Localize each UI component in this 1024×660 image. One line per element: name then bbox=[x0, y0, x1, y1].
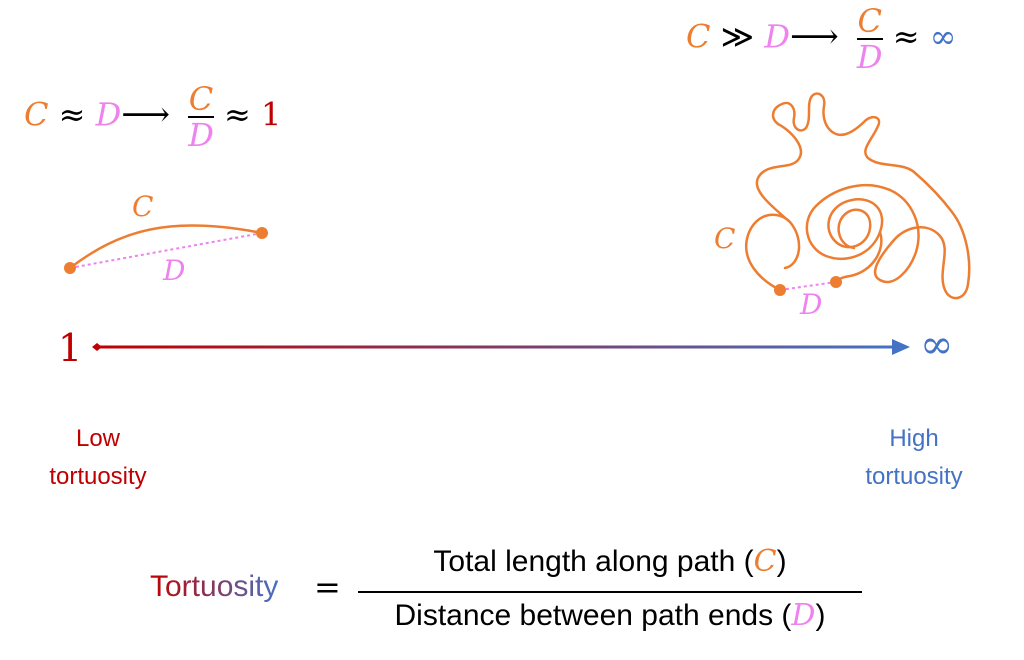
low-relation-approx2: ≈ bbox=[224, 95, 251, 134]
high-fraction-denominator: D bbox=[856, 38, 883, 76]
low-path-label: C bbox=[132, 190, 154, 223]
high-relation-d: D bbox=[764, 17, 790, 56]
low-relation-c: C bbox=[24, 95, 49, 134]
low-fraction-denominator: D bbox=[188, 116, 214, 154]
high-fraction-numerator: C bbox=[857, 2, 882, 40]
low-fraction-numerator: C bbox=[188, 80, 214, 118]
scale-start-diamond bbox=[92, 343, 102, 351]
numerator-symbol: C bbox=[753, 544, 777, 579]
low-relation-fraction: C D bbox=[188, 80, 214, 154]
high-distance-label: D bbox=[800, 288, 823, 321]
low-relation-result: 1 bbox=[261, 95, 282, 134]
formula-numerator: Total length along path (C) bbox=[358, 544, 862, 579]
formula-denominator: Distance between path ends (D) bbox=[352, 598, 868, 633]
high-tortuosity-path-group bbox=[745, 92, 971, 300]
low-tortuosity-path-group bbox=[64, 224, 268, 274]
high-path-label: C bbox=[714, 222, 736, 255]
high-path-curve bbox=[745, 92, 971, 300]
high-relation-arrow: ⟶ bbox=[789, 16, 839, 57]
low-label-line2: tortuosity bbox=[49, 463, 147, 490]
scale-arrow-head bbox=[892, 339, 910, 355]
numerator-text: Total length along path ( bbox=[433, 545, 754, 578]
tortuosity-scale bbox=[92, 339, 910, 355]
low-relation-d: D bbox=[95, 95, 122, 134]
denominator-close: ) bbox=[815, 599, 826, 632]
low-path-start-point bbox=[64, 262, 76, 274]
high-relation-result: ∞ bbox=[929, 17, 957, 56]
high-relation-c: C bbox=[686, 17, 711, 56]
low-tortuosity-label: Low tortuosity bbox=[18, 420, 178, 496]
high-relation-much-greater: ≫ bbox=[720, 17, 755, 56]
high-label-line1: High bbox=[889, 425, 939, 452]
low-path-end-point bbox=[256, 227, 268, 239]
low-relation-approx: ≈ bbox=[58, 95, 86, 134]
high-path-end-point bbox=[830, 276, 842, 288]
formula-term: Tortuosity bbox=[150, 570, 278, 604]
numerator-close: ) bbox=[776, 545, 787, 578]
denominator-text: Distance between path ends ( bbox=[394, 599, 792, 632]
high-relation-fraction: C D bbox=[856, 2, 883, 76]
low-relation-arrow: ⟶ bbox=[121, 94, 171, 135]
low-tortuosity-relation: C ≈ D⟶ C D ≈ 1 bbox=[24, 80, 282, 154]
denominator-symbol: D bbox=[791, 598, 816, 633]
high-path-start-point bbox=[774, 284, 786, 296]
high-relation-approx: ≈ bbox=[892, 17, 920, 56]
low-distance-line bbox=[69, 232, 263, 269]
low-path-curve bbox=[69, 224, 263, 269]
high-tortuosity-label: High tortuosity bbox=[834, 420, 994, 496]
low-label-line1: Low bbox=[75, 425, 121, 452]
high-tortuosity-relation: C ≫ D⟶ C D ≈ ∞ bbox=[686, 2, 957, 76]
scale-right-value: ∞ bbox=[920, 322, 954, 368]
formula-equals: = bbox=[314, 568, 341, 606]
formula-tortuosity-word: Tortuosity bbox=[150, 570, 279, 603]
scale-left-value: 1 bbox=[58, 326, 83, 370]
low-distance-label: D bbox=[163, 254, 186, 287]
high-label-line2: tortuosity bbox=[865, 463, 963, 490]
